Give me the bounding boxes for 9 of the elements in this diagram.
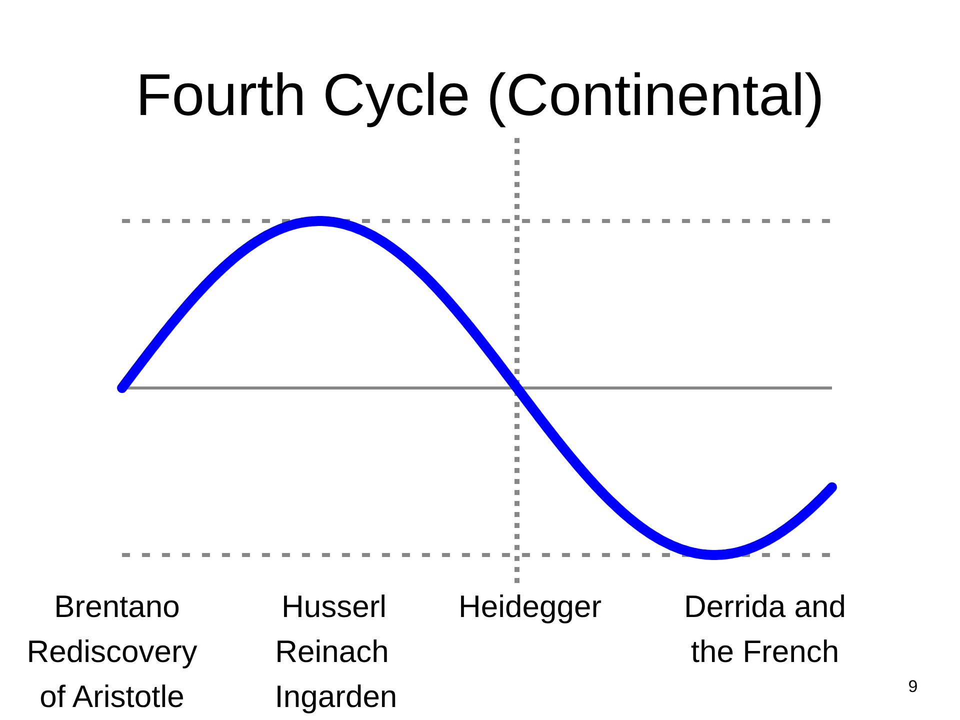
page-number: 9 <box>907 676 919 698</box>
slide-title: Fourth Cycle (Continental) <box>134 61 826 130</box>
name-label: Ingarden <box>274 678 398 716</box>
name-label: Husserl <box>280 588 388 626</box>
name-label: Derrida and the French <box>683 588 847 671</box>
name-label: Brentano <box>53 588 181 626</box>
name-label: Heidegger <box>457 588 603 626</box>
topic-label: Rediscovery of Aristotle <box>26 633 198 716</box>
name-label: Reinach <box>274 633 390 671</box>
